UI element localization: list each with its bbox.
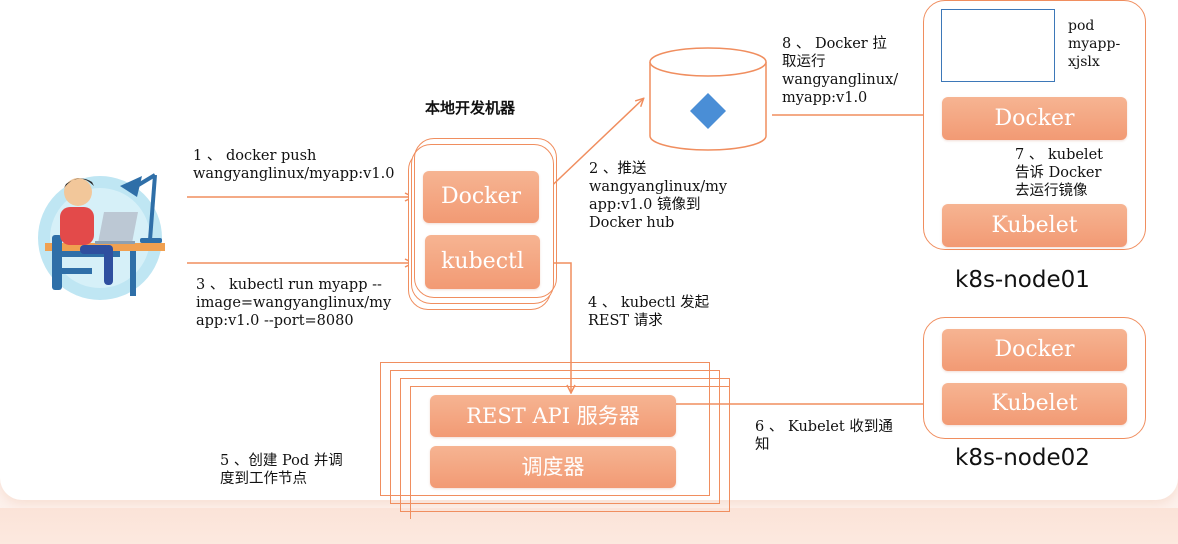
step4-label: 4 、 kubectl 发起 REST 请求 bbox=[588, 295, 710, 329]
node02-docker-box: Docker bbox=[942, 329, 1127, 371]
step8-label: 8 、 Docker 拉 取运行 wangyanglinux/ myapp:v1… bbox=[782, 36, 899, 106]
step7-label: 7 、 kubelet 告诉 Docker 去运行镜像 bbox=[1015, 147, 1103, 199]
local-machine-frame bbox=[414, 138, 557, 298]
node01-title: k8s-node01 bbox=[955, 267, 1090, 293]
node01-docker-box: Docker bbox=[942, 97, 1127, 140]
node02-title: k8s-node02 bbox=[955, 445, 1090, 471]
step1-label: 1 、 docker push wangyanglinux/myapp:v1.0 bbox=[193, 148, 395, 182]
step3-label: 3 、 kubectl run myapp -- image=wangyangl… bbox=[196, 277, 392, 329]
pod-box bbox=[941, 9, 1055, 82]
step5-label: 5 、创建 Pod 并调 度到工作节点 bbox=[220, 453, 343, 487]
node01-kubelet-box: Kubelet bbox=[942, 204, 1127, 247]
local-docker-box: Docker bbox=[423, 171, 539, 223]
arrow-step2 bbox=[539, 99, 643, 198]
kubectl-box: kubectl bbox=[425, 235, 540, 289]
rest-api-server-box: REST API 服务器 bbox=[430, 395, 676, 437]
master-frame-2 bbox=[390, 370, 720, 504]
pod-label: pod myapp- xjslx bbox=[1068, 18, 1121, 70]
node02-kubelet-box: Kubelet bbox=[942, 383, 1127, 425]
master-frame-1 bbox=[380, 362, 710, 496]
docker-hub-cylinder bbox=[649, 47, 767, 151]
developer-icon bbox=[38, 173, 165, 300]
step6-label: 6 、 Kubelet 收到通 知 bbox=[755, 419, 893, 453]
local-machine-title: 本地开发机器 bbox=[425, 99, 516, 117]
scheduler-box: 调度器 bbox=[430, 446, 676, 488]
master-frame-3 bbox=[400, 378, 730, 512]
step2-label: 2 、推送 wangyanglinux/my app:v1.0 镜像到 Dock… bbox=[589, 161, 728, 231]
master-frame-4 bbox=[410, 386, 729, 519]
bottom-strip bbox=[0, 508, 1178, 544]
